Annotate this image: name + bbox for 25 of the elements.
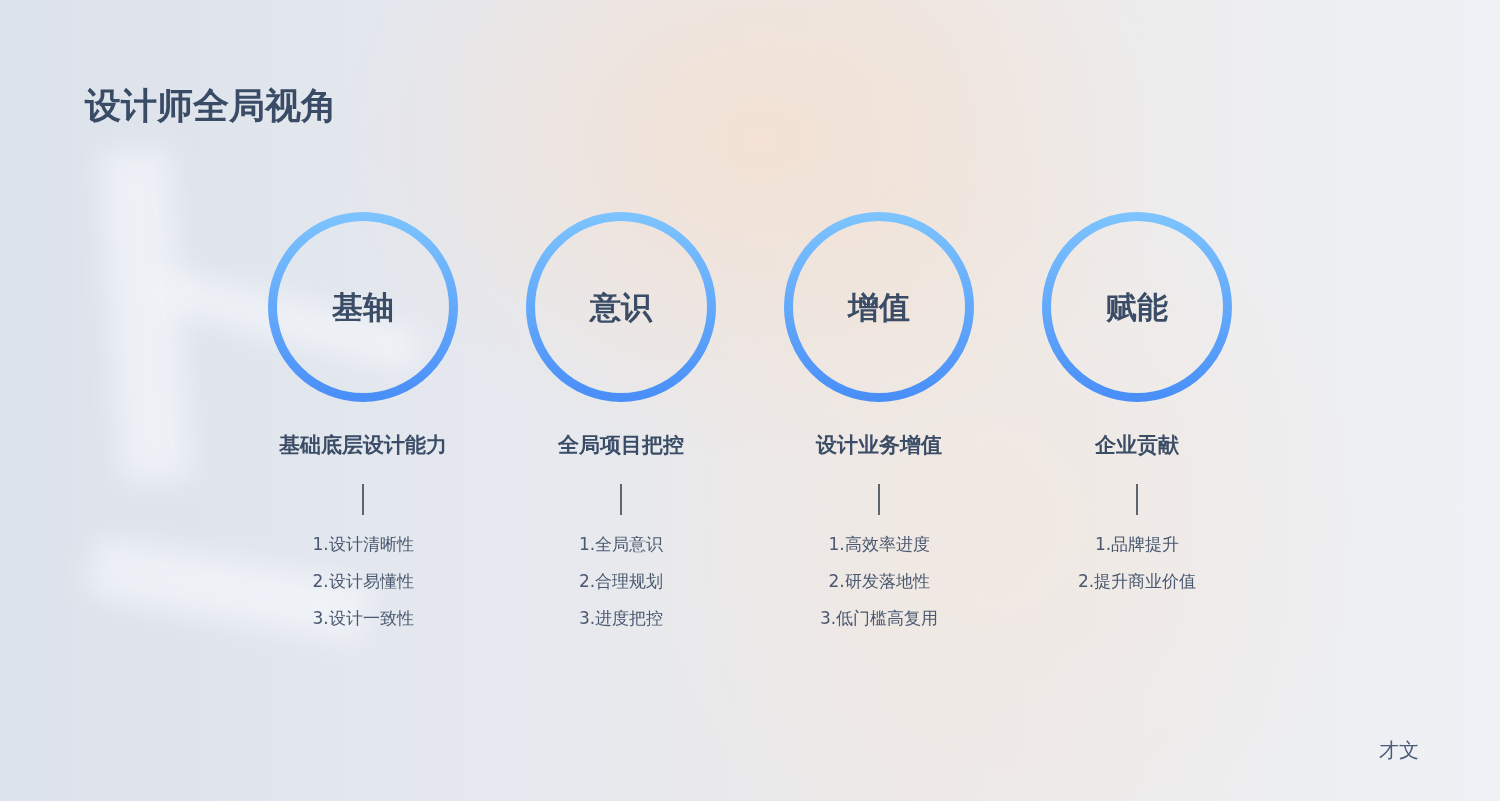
heading-text: 基础底层设计能力	[279, 432, 447, 459]
list-item-text: 1.设计清晰性	[312, 533, 414, 556]
list-item-text: 1.品牌提升	[1094, 533, 1180, 556]
heading-text: 企业贡献	[1095, 432, 1179, 459]
list-item-text: 2.研发落地性	[828, 570, 930, 593]
circle-label: 意识	[590, 288, 652, 327]
author-text: 才文	[1379, 737, 1419, 763]
heading-text: 全局项目把控	[558, 432, 684, 459]
ring-circle	[268, 212, 458, 402]
list-item-text: 3.进度把控	[578, 607, 664, 630]
ring-circle	[526, 212, 716, 402]
list-item-text: 1.全局意识	[578, 533, 664, 556]
title-text: 设计师全局视角	[85, 84, 337, 128]
list-item-text: 3.低门槛高复用	[819, 607, 939, 630]
list-item-text: 2.设计易懂性	[312, 570, 414, 593]
list-item-text: 2.合理规划	[578, 570, 664, 593]
circle-label: 基轴	[332, 288, 394, 327]
list-item-text: 2.提升商业价值	[1077, 570, 1197, 593]
list-item-text: 3.设计一致性	[312, 607, 414, 630]
circle-label: 赋能	[1106, 288, 1168, 327]
heading-text: 设计业务增值	[816, 432, 942, 459]
circle-label: 增值	[848, 288, 910, 327]
ring-circle	[784, 212, 974, 402]
list-item-text: 1.高效率进度	[828, 533, 930, 556]
ring-circle	[1042, 212, 1232, 402]
